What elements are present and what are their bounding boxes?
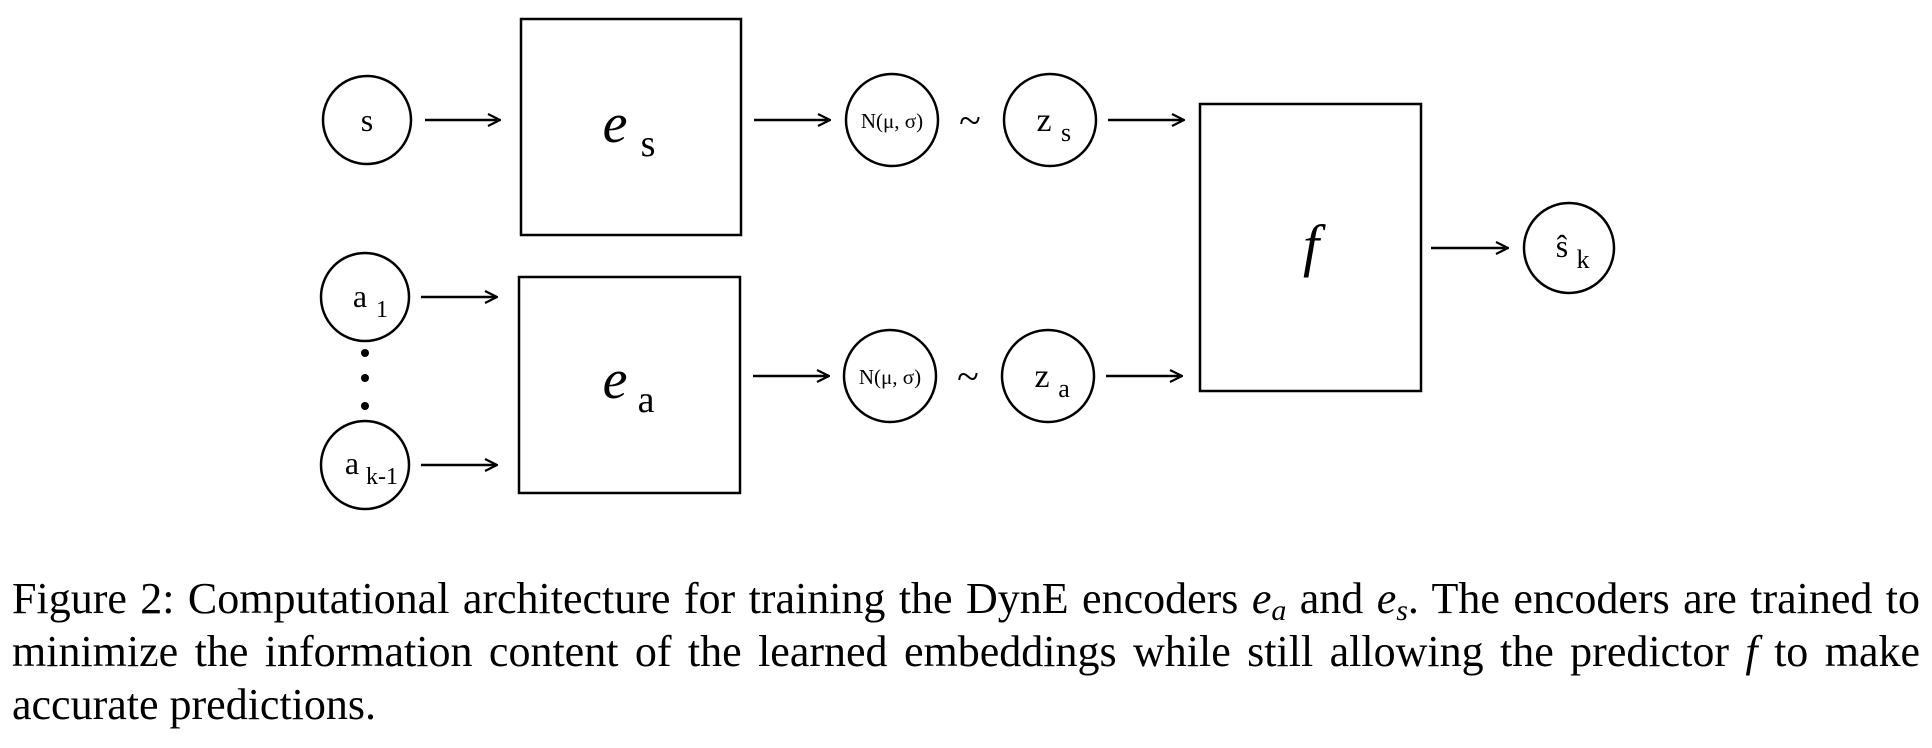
caption-es-base: e	[1376, 574, 1397, 623]
latent-node-zs: z s	[1002, 72, 1098, 168]
latent-za-sub: a	[1058, 374, 1070, 403]
caption-ea-base: e	[1251, 574, 1272, 623]
predictor-f-box: f	[1198, 102, 1423, 393]
caption-ea-sub: a	[1271, 594, 1287, 627]
encoder-ea-sub: a	[638, 379, 655, 421]
input-a1-base: a	[353, 278, 367, 314]
output-sk-base: ŝ	[1556, 228, 1568, 264]
predictor-f-label: f	[1303, 213, 1326, 278]
encoder-es-base: e	[603, 93, 628, 155]
input-node-a1: a 1	[319, 251, 411, 343]
caption-prefix: Figure 2: Computational architecture for…	[12, 574, 1252, 623]
output-sk-sub: k	[1577, 245, 1590, 274]
input-ak-1-base: a	[345, 445, 359, 481]
caption-predictor-f: f	[1745, 627, 1758, 676]
caption-encoder-es: es	[1376, 574, 1408, 626]
figure-caption: Figure 2: Computational architecture for…	[12, 572, 1920, 731]
caption-es-sub: s	[1396, 594, 1408, 627]
latent-za-base: z	[1034, 358, 1049, 395]
encoder-ea-base: e	[603, 349, 628, 411]
caption-suffix: to make accurate predictions.	[12, 627, 1920, 729]
caption-encoder-ea: ea	[1251, 574, 1287, 626]
caption-middle: . The encoders are trained to minimize t…	[12, 574, 1921, 676]
input-node-s: s	[321, 74, 413, 166]
distribution-node-bottom: N(μ, σ)	[842, 328, 938, 424]
sample-symbol-bottom: ~	[957, 354, 979, 399]
output-node-sk: ŝ k	[1522, 201, 1616, 295]
latent-zs-base: z	[1036, 102, 1051, 139]
sample-symbol-top: ~	[959, 98, 981, 143]
input-a1-sub: 1	[376, 297, 388, 323]
distribution-node-top: N(μ, σ)	[844, 72, 940, 168]
encoder-es-box: e s	[519, 17, 743, 237]
distribution-top-label: N(μ, σ)	[861, 109, 923, 133]
encoder-ea-box: e a	[517, 275, 742, 495]
distribution-bottom-label: N(μ, σ)	[859, 365, 921, 389]
input-ak-1-sub: k-1	[366, 464, 398, 490]
architecture-diagram: s e s N(μ, σ) ~ z s a 1 a k-1	[319, 17, 1616, 511]
latent-zs-sub: s	[1061, 118, 1071, 147]
caption-and: and	[1286, 574, 1377, 623]
input-node-ak-1: a k-1	[319, 419, 411, 511]
encoder-es-sub: s	[641, 123, 656, 165]
latent-node-za: z a	[1000, 328, 1096, 424]
vertical-ellipsis	[361, 349, 369, 410]
input-s-label: s	[361, 102, 373, 138]
